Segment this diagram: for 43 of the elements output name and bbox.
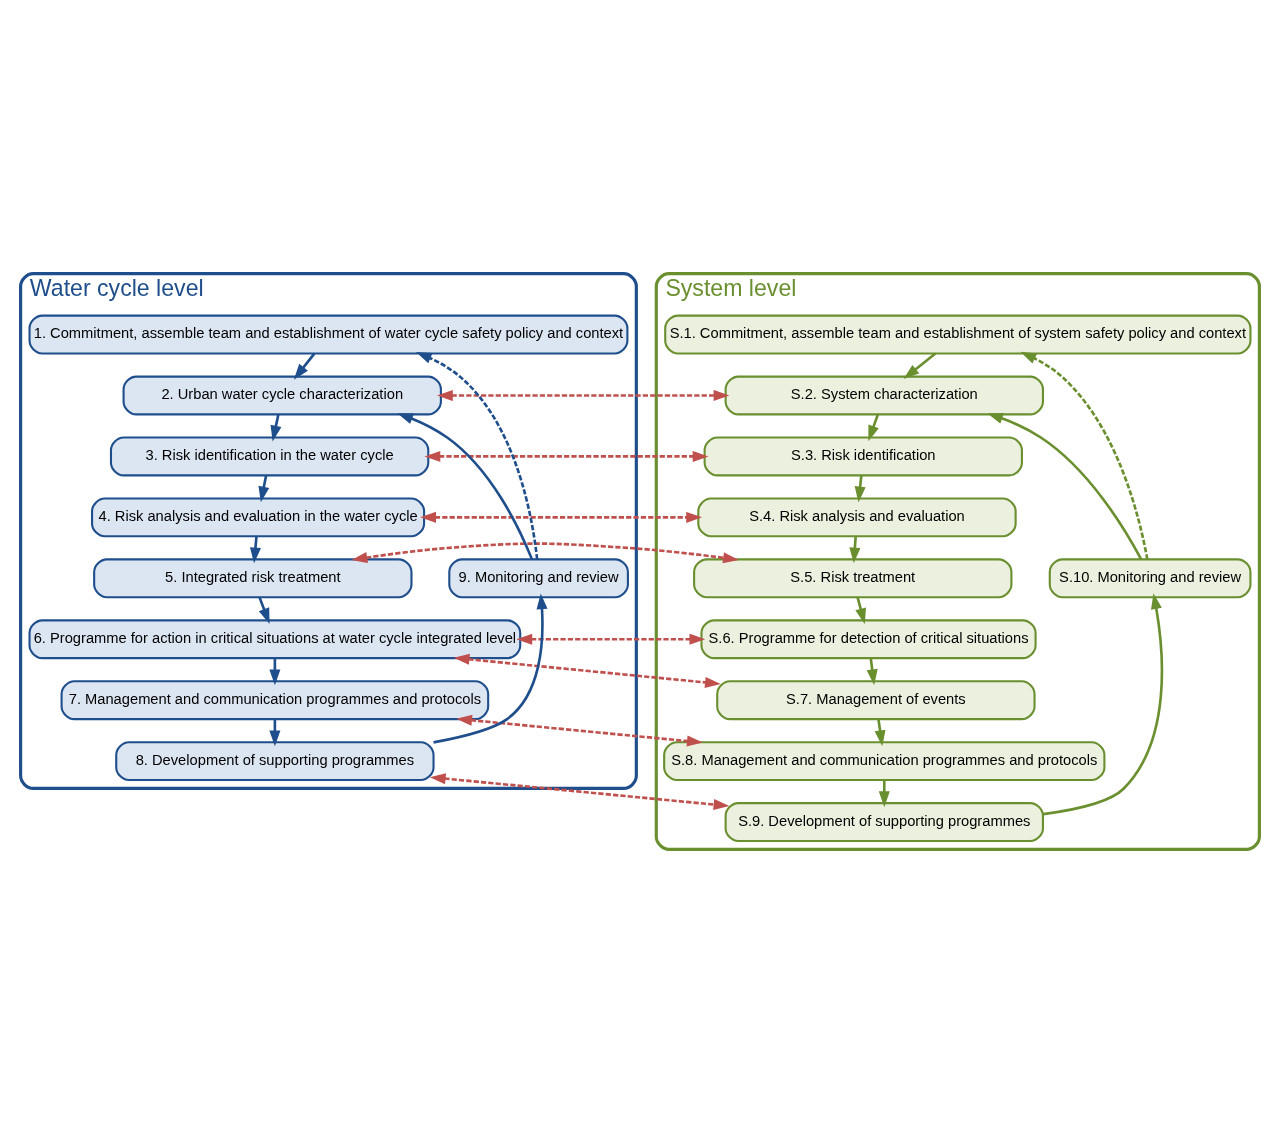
node-box: S.7. Management of events	[716, 679, 1036, 720]
arrow	[433, 592, 548, 744]
node-box: S.10. Monitoring and review	[1048, 557, 1252, 598]
arrow	[855, 596, 867, 624]
node-box: 1. Commitment, assemble team and establishment of water cycle safety policy and context	[28, 314, 629, 354]
node-box: 5. Integrated risk treatment	[93, 557, 413, 598]
node-box: S.6. Programme for detection of critical situations	[700, 618, 1037, 659]
arrow	[420, 511, 703, 523]
node-box: 2. Urban water cycle characterization	[122, 375, 442, 415]
arrow	[249, 535, 261, 563]
node-box: S.1. Commitment, assemble team and establishment of system safety policy and context	[664, 314, 1252, 354]
arrow	[854, 474, 866, 502]
arrow	[415, 351, 539, 559]
arrow	[456, 714, 703, 747]
arrow	[987, 412, 1143, 560]
arrow	[453, 653, 721, 688]
node-box: S.4. Risk analysis and evaluation	[697, 496, 1017, 537]
arrow	[293, 352, 316, 380]
arrow	[866, 657, 878, 685]
node-box: 4. Risk analysis and evaluation in the water cycle	[91, 496, 426, 537]
node-box: 7. Management and communication programmes and protocols	[60, 679, 490, 720]
arrow	[429, 772, 730, 810]
arrow	[849, 535, 861, 563]
arrow	[874, 718, 886, 746]
arrow	[397, 412, 534, 560]
arrow	[424, 450, 709, 462]
node-box: S.9. Development of supporting programmes	[724, 801, 1044, 842]
node-box: 3. Risk identification in the water cycle	[109, 435, 430, 476]
arrow	[868, 413, 880, 441]
arrow	[1020, 351, 1149, 560]
arrow	[351, 541, 739, 563]
arrow	[437, 389, 730, 401]
node-box: S.3. Risk identification	[703, 435, 1023, 476]
node-box: S.8. Management and communication programmes and protocols	[663, 740, 1106, 781]
node-box: 9. Monitoring and review	[448, 557, 629, 598]
arrow	[903, 352, 937, 379]
node-box: 6. Programme for action in critical situations at water cycle integrated level	[28, 618, 522, 659]
node-box: 8. Development of supporting programmes	[115, 740, 435, 781]
arrow	[878, 779, 890, 807]
arrow	[1043, 592, 1164, 815]
arrow	[516, 633, 706, 645]
node-box: S.5. Risk treatment	[693, 557, 1013, 598]
node-box: S.2. System characterization	[724, 375, 1044, 415]
